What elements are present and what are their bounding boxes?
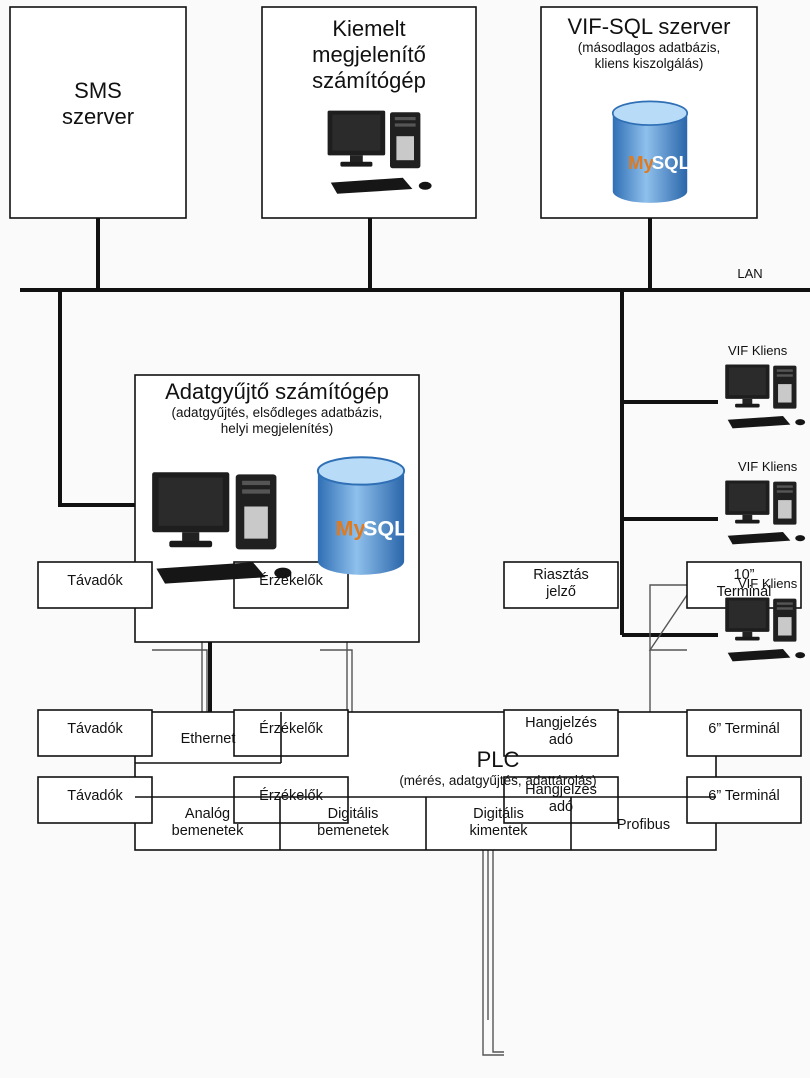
sql-server-subtitle-1: (másodlagos adatbázis, (577, 39, 721, 55)
plc-module-digital-in-line-2: bemenetek (317, 823, 389, 840)
display-pc-line-2: megjelenítő (312, 41, 426, 67)
lan-label: LAN (737, 266, 763, 281)
display-pc-line-3: számítógép (312, 67, 426, 93)
display-pc-icon (327, 110, 432, 194)
plc-module-analog-line-1: Analóg (184, 806, 231, 822)
sql-server-subtitle-2: kliens kiszolgálás) (594, 55, 704, 71)
plc-module-digital-out: Digitális kimentek (426, 806, 571, 840)
buzzer-box-1-line-2: adó (548, 732, 574, 749)
plc-ethernet-label: Ethernet (180, 731, 236, 747)
sensor-box-3: Érzékelők (259, 788, 323, 804)
terminal-box-10in-line-2: Terminál (716, 584, 772, 601)
plc-module-digital-in-line-1: Digitális (327, 806, 379, 822)
sensor-box-2: Érzékelők (259, 721, 323, 737)
alarm-box: Riasztás jelző (504, 567, 618, 601)
collector-subtitle-2: helyi megjelenítés) (220, 420, 334, 436)
alarm-box-line-1: Riasztás (533, 567, 589, 583)
plc-subtitle: (mérés, adatgyűjtés, adattárolás) (399, 772, 597, 788)
plc-module-analog: Analóg bemenetek (135, 806, 280, 840)
collector-title: Adatgyűjtő számítógép (165, 379, 389, 404)
transmitter-box-1: Távadók (67, 573, 123, 589)
sensor-box-1: Érzékelők (259, 573, 323, 589)
collector-label: Adatgyűjtő számítógép (adatgyűjtés, első… (135, 379, 419, 437)
plc-title: PLC (476, 747, 520, 772)
plc-module-profibus: Profibus (571, 817, 716, 834)
buzzer-box-1: Hangjelzés adó (504, 715, 618, 749)
display-pc-line-1: Kiemelt (332, 16, 406, 41)
plc-module-digital-out-line-2: kimentek (469, 823, 528, 840)
buzzer-box-2-line-2: adó (548, 799, 574, 816)
sms-server-label: SMS szerver (10, 78, 186, 130)
display-pc-label: Kiemelt megjelenítő számítógép (262, 16, 476, 94)
sms-server-line-2: szerver (61, 103, 135, 129)
client-pc-icon (725, 597, 806, 662)
collector-pc-icon (152, 472, 292, 584)
transmitter-box-3: Távadók (67, 788, 123, 804)
client-pc-icon (725, 480, 806, 545)
connection-lines (20, 218, 810, 712)
mysql-database-icon (611, 100, 691, 204)
client-label-3: VIF Kliens (738, 576, 798, 591)
sms-server-line-1: SMS (74, 78, 122, 103)
collector-subtitle-1: (adatgyűjtés, elsődleges adatbázis, (171, 404, 383, 420)
plc-title-block: PLC (mérés, adatgyűjtés, adattárolás) (280, 747, 716, 789)
terminal-box-10in: 10” Terminál (687, 567, 801, 601)
terminal-box-6in-2: 6” Terminál (708, 788, 780, 804)
buzzer-box-2: Hangjelzés adó (504, 782, 618, 816)
plc-module-digital-in: Digitális bemenetek (280, 806, 426, 840)
client-label-2: VIF Kliens (738, 459, 798, 474)
collector-mysql-icon (316, 456, 409, 576)
client-pc-icon (725, 364, 806, 429)
terminal-box-10in-line-1: 10” (733, 567, 755, 583)
terminal-box-6in-1: 6” Terminál (708, 721, 780, 737)
plc-module-profibus-line-1: Profibus (616, 817, 671, 833)
buzzer-box-1-line-1: Hangjelzés (525, 715, 597, 731)
client-label-1: VIF Kliens (728, 343, 788, 358)
plc-module-analog-line-2: bemenetek (171, 823, 244, 840)
sql-server-label: VIF-SQL szerver (másodlagos adatbázis, k… (541, 14, 757, 72)
plc-module-digital-out-line-1: Digitális (473, 806, 524, 822)
alarm-box-line-2: jelző (546, 584, 576, 601)
buzzer-box-2-line-1: Hangjelzés (525, 782, 597, 798)
sql-server-title: VIF-SQL szerver (567, 14, 731, 39)
transmitter-box-2: Távadók (67, 721, 123, 737)
